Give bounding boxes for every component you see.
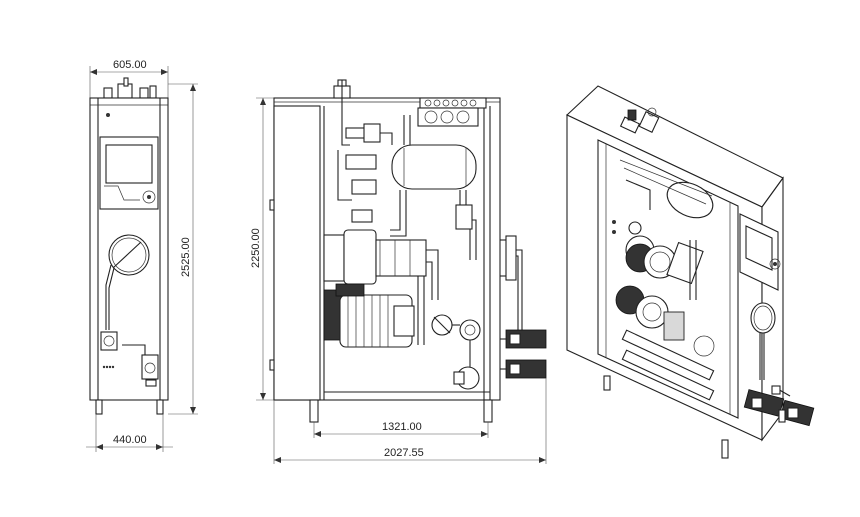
dim-side-inner-width: 1321.00 bbox=[382, 421, 422, 433]
dim-front-top-width: 605.00 bbox=[113, 59, 147, 71]
dim-side-height: 2250.00 bbox=[250, 228, 262, 268]
dim-front-height: 2525.00 bbox=[180, 237, 192, 277]
dim-front-bottom-width: 440.00 bbox=[113, 434, 147, 446]
isometric-view bbox=[566, 85, 815, 459]
front-view: 605.00 bbox=[86, 59, 198, 452]
dim-side-total-width: 2027.55 bbox=[384, 447, 424, 459]
side-view: 2250.00 bbox=[250, 79, 547, 464]
